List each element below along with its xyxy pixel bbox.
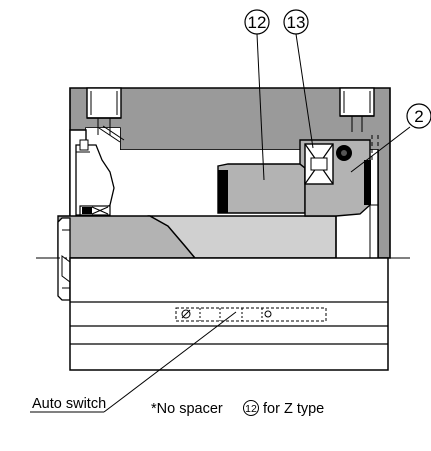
callout-spacer-number: 12 (248, 13, 267, 32)
leader-lines (30, 33, 411, 413)
piston-rod (57, 205, 337, 259)
callout-spacer: 12 (244, 9, 270, 35)
spacer-part (217, 163, 306, 214)
callout-part-13: 13 (283, 9, 309, 35)
port-right (339, 87, 379, 160)
callout-part-13-number: 13 (287, 13, 306, 32)
footnote-ref: 12 (245, 403, 257, 415)
callout-part-2: 2 (406, 103, 431, 129)
footnote: *No spacer 12 for Z type (151, 400, 324, 417)
footnote-suffix: for Z type (263, 401, 324, 417)
piston-part (299, 139, 371, 217)
callout-part-2-number: 2 (414, 107, 423, 126)
port-left (86, 87, 125, 143)
footnote-prefix: *No spacer (151, 401, 223, 417)
rod-end (57, 217, 71, 301)
auto-switch (175, 307, 327, 322)
auto-switch-label: Auto switch (32, 396, 106, 412)
